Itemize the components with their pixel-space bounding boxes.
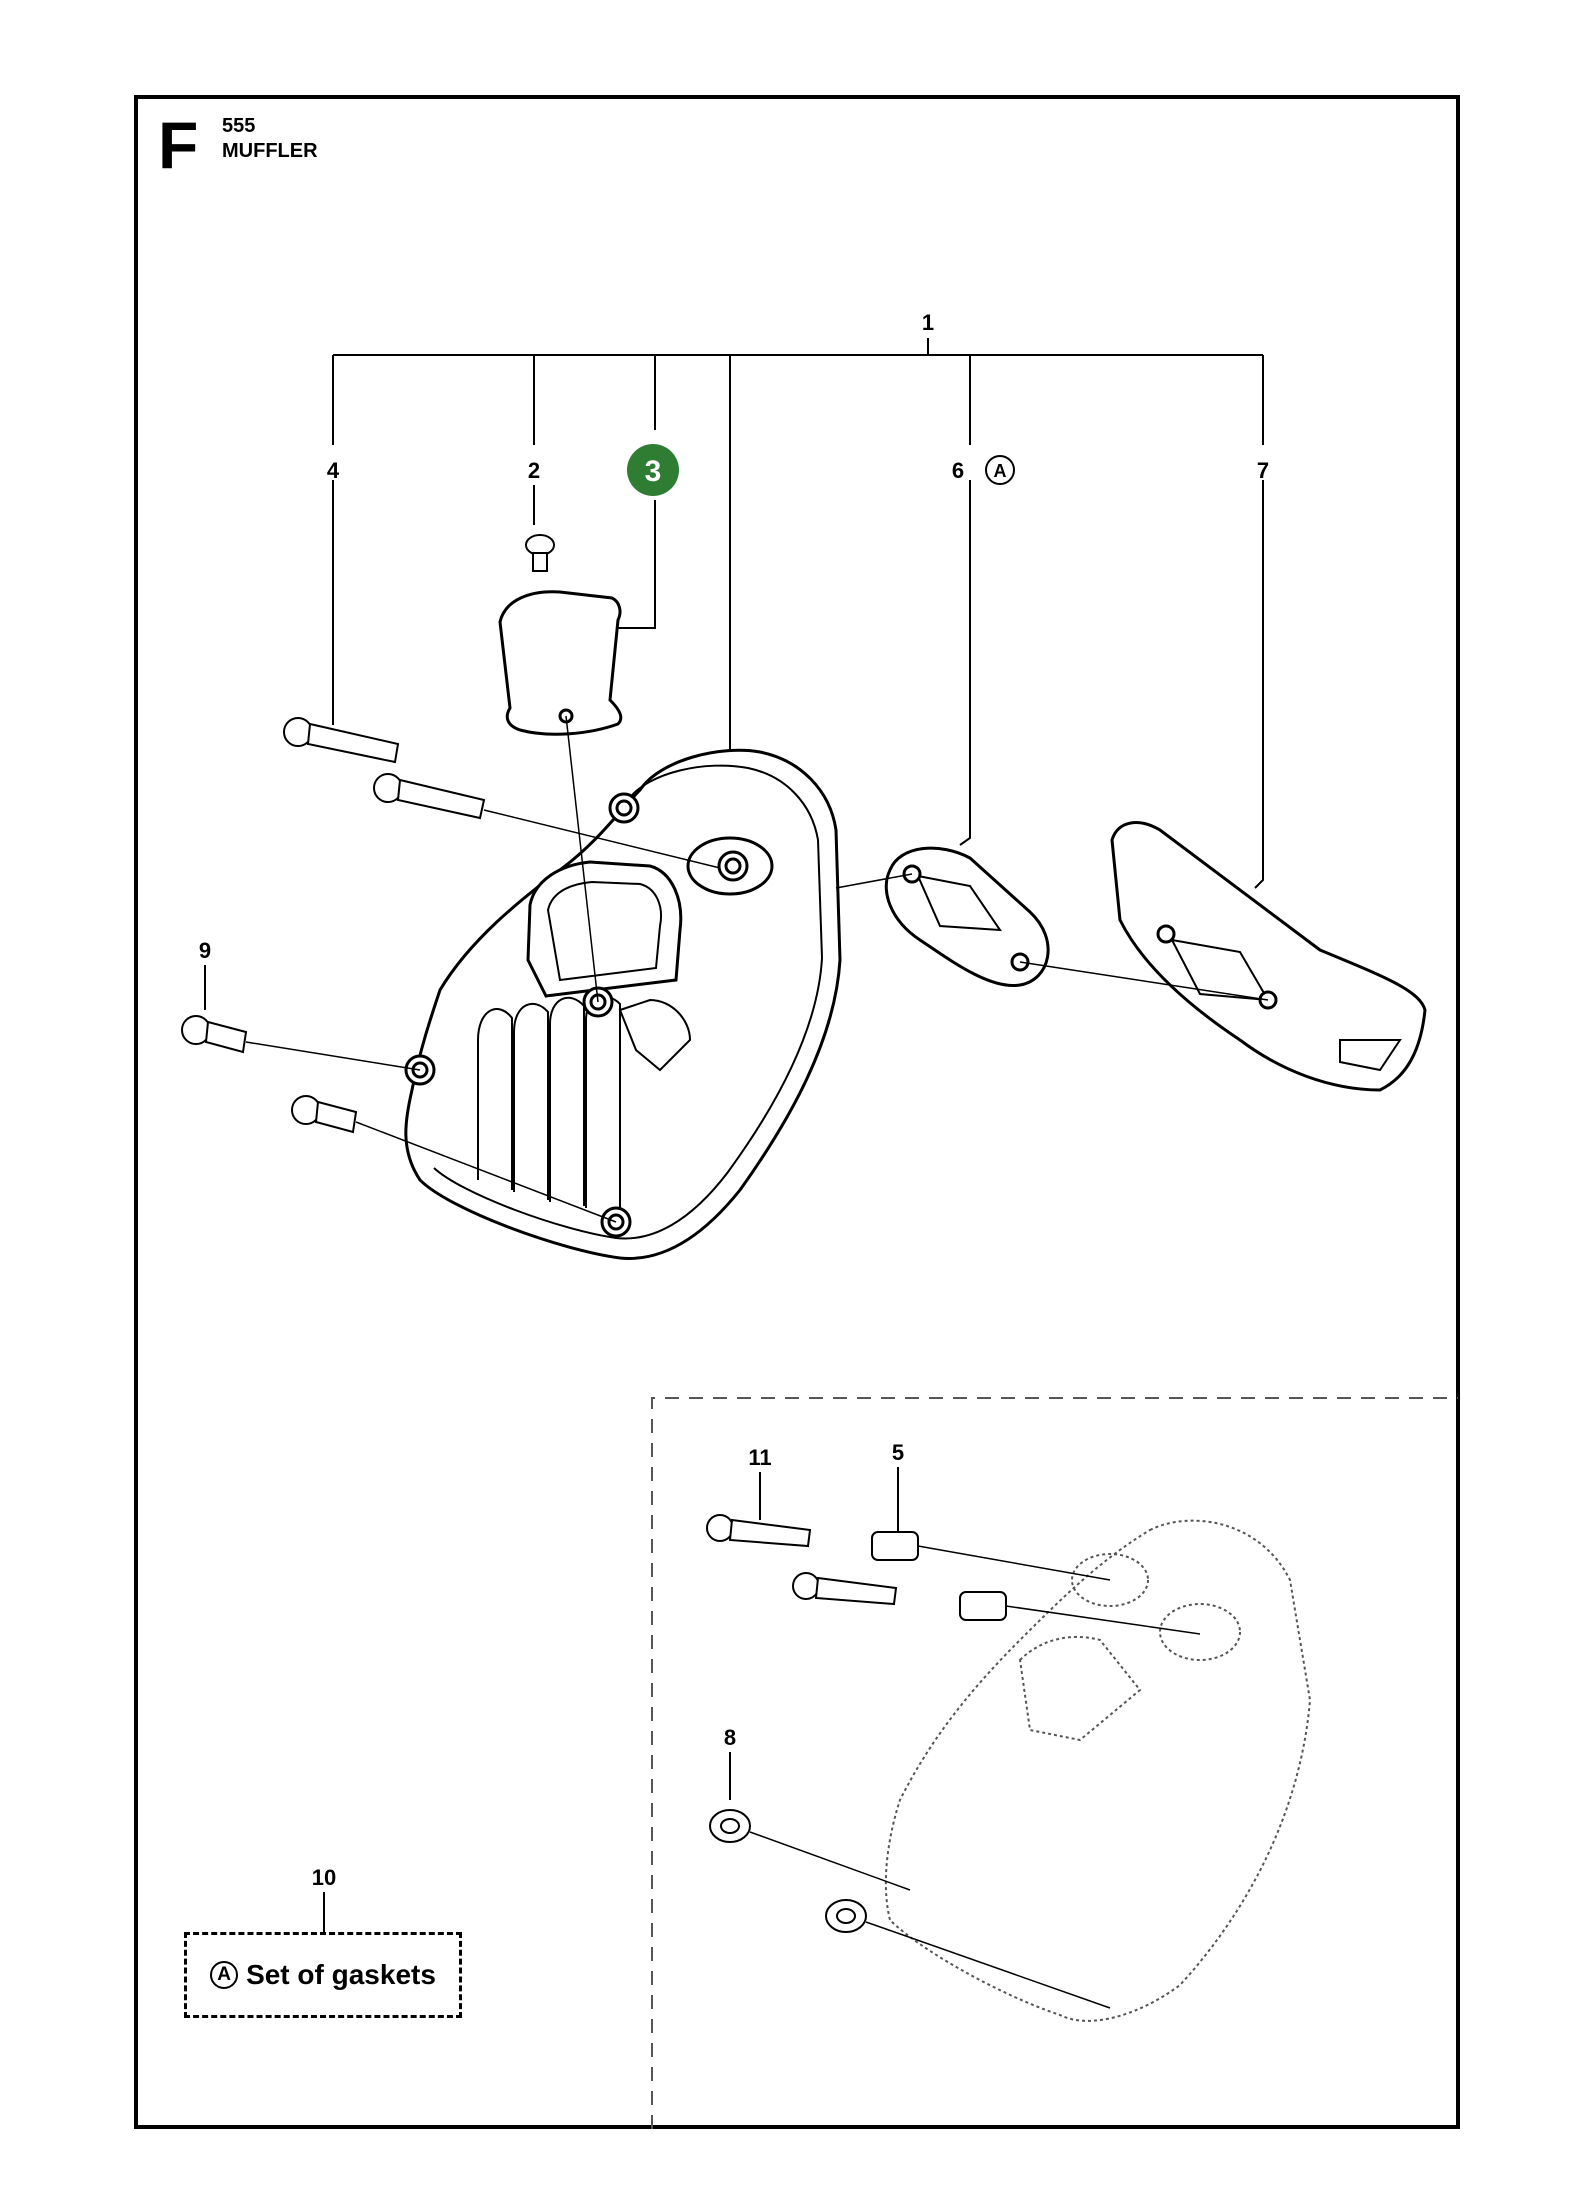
page-frame (134, 95, 1460, 2129)
leader-3 (615, 500, 656, 629)
inset-fasteners (706, 1514, 1007, 1621)
callout-10: 10 (312, 1865, 336, 1890)
muffler-body (404, 748, 842, 1260)
inset-washers (709, 1809, 867, 1933)
legend-label: Set of gaskets (246, 1959, 436, 1990)
leader-7 (1254, 480, 1264, 889)
gasket-ref-symbol: A (994, 461, 1007, 481)
section-title: MUFFLER (222, 140, 318, 162)
callout-11: 11 (748, 1445, 771, 1470)
leader-body (699, 355, 731, 756)
inset-assembly-lines (749, 1545, 1201, 2009)
callout-6: 6 (952, 458, 964, 483)
callout-4: 4 (327, 458, 340, 483)
legend-box: A Set of gaskets (184, 1932, 462, 2018)
callout-8: 8 (724, 1725, 736, 1750)
callout-9: 9 (199, 938, 211, 963)
screw-part-4 (283, 717, 486, 820)
deflector-part-3 (498, 590, 623, 736)
callout-3: 3 (645, 455, 662, 488)
gasket-ref-circle (985, 455, 1015, 485)
assembly-lines (245, 715, 1269, 1223)
model-number: 555 (222, 115, 256, 137)
gasket-part-6 (884, 846, 1050, 988)
inset-boundary (651, 1397, 1458, 2129)
callout-5: 5 (892, 1440, 904, 1465)
legend-symbol: A (210, 1961, 239, 1989)
callout-3-highlight (627, 444, 679, 496)
leader-6 (959, 480, 971, 846)
screw-part-2 (525, 534, 555, 572)
heat-shield-part-7 (1110, 821, 1427, 1092)
screw-part-9 (181, 1015, 358, 1134)
callout-7: 7 (1257, 458, 1269, 483)
callout-2: 2 (528, 458, 540, 483)
section-letter: F (158, 108, 199, 182)
inset-muffler (884, 1519, 1312, 2022)
callout-1: 1 (922, 310, 934, 335)
